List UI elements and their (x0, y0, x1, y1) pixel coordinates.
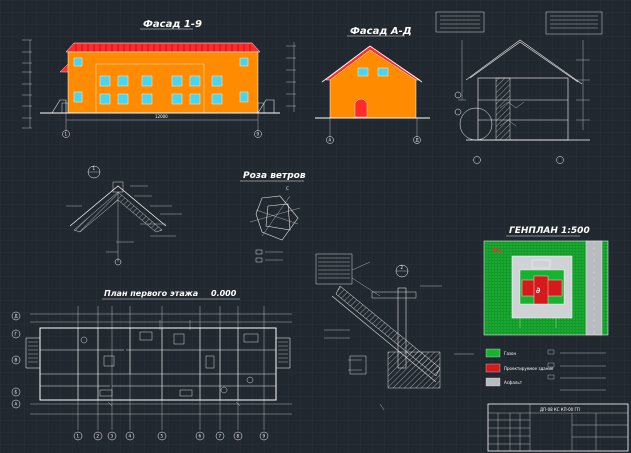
axis-bubble-6 (195, 431, 205, 441)
svg-text:С: С (286, 186, 289, 191)
svg-text:2: 2 (401, 265, 404, 270)
section-1-1[interactable] (435, 11, 603, 164)
legend-item-building: Проектируемое здание (504, 366, 554, 371)
legend-swatch-grass (485, 348, 501, 358)
axis-bubble-В (11, 355, 21, 365)
axis-bubble-Г (11, 329, 21, 339)
floor-plan-level: 0.000 (211, 289, 237, 298)
floor-plan[interactable]: План первого этажа 0.000 Д Г В Б А 1 2 3 4 5 6 7 8 9 (11, 289, 292, 441)
legend[interactable]: Газон Проектируемое здание Асфальт (485, 348, 606, 391)
axis-bubble-2 (93, 431, 103, 441)
axis-bubble-А (11, 399, 21, 409)
axis-bubble-4 (125, 431, 135, 441)
floor-plan-title: План первого этажа (104, 289, 198, 298)
level-marks-left (22, 39, 32, 129)
axis-label-Г: Г (15, 332, 18, 337)
facade-a-d-title: Фасад А-Д (350, 26, 412, 37)
axis-bubble-Д (11, 311, 21, 321)
facade-1-9-title: Фасад 1-9 (143, 19, 202, 30)
axis-label-4: 4 (129, 434, 132, 439)
wind-rose-title: Роза ветров (243, 171, 306, 181)
axis-label-Д: Д (15, 314, 18, 319)
svg-text:9: 9 (257, 132, 260, 137)
title-block-code: ДП-08 КС КП-00 ГП (540, 407, 580, 412)
wind-rose[interactable]: Роза ветров С (240, 171, 306, 263)
axis-bubble-7 (215, 431, 225, 441)
svg-text:12000: 12000 (155, 114, 168, 119)
genplan[interactable]: ГЕНПЛАН 1:500 ∂ (483, 226, 609, 336)
roof-node-detail-1[interactable]: 1 (66, 165, 182, 266)
entrance-door (354, 98, 368, 118)
axis-label-Б: Б (15, 390, 18, 395)
axis-label-2: 2 (97, 434, 100, 439)
axis-label-А: А (15, 402, 18, 407)
roof-node-detail-2[interactable]: 2 (315, 253, 474, 411)
axis-bubble-3 (107, 431, 117, 441)
axis-bubble-1 (62, 130, 70, 138)
plan-furniture (80, 331, 259, 397)
legend-item-grass: Газон (504, 351, 516, 356)
axis-label-В: В (15, 358, 18, 363)
facade-roof (65, 42, 261, 53)
axis-label-1: 1 (77, 434, 80, 439)
axis-bubble-9 (259, 431, 269, 441)
genplan-title: ГЕНПЛАН 1:500 (509, 226, 590, 236)
title-block[interactable]: ДП-08 КС КП-00 ГП (487, 403, 629, 452)
svg-text:1: 1 (65, 132, 68, 137)
axis-bubble-1 (73, 431, 83, 441)
plan-axis-bottom: 1 2 3 4 5 6 7 8 9 (73, 431, 269, 441)
axis-bubble-9 (254, 130, 262, 138)
axis-bubble-8 (233, 431, 243, 441)
axis-label-3: 3 (111, 434, 114, 439)
plan-axis-left: Д Г В Б А (11, 311, 21, 409)
facade-1-9[interactable]: Фасад 1-9 12000 (22, 19, 280, 138)
facade-a-d[interactable]: Фасад А-Д А Д (286, 26, 430, 144)
axis-bubble-Б (11, 387, 21, 397)
svg-text:∂: ∂ (536, 286, 541, 295)
svg-text:А: А (329, 138, 332, 143)
facade-windows (73, 57, 249, 105)
axis-label-8: 8 (237, 434, 240, 439)
axis-label-6: 6 (199, 434, 202, 439)
legend-item-asphalt: Асфальт (504, 380, 523, 385)
svg-text:Д: Д (416, 138, 419, 143)
axis-label-5: 5 (161, 434, 164, 439)
axis-label-7: 7 (219, 434, 222, 439)
axis-bubble-5 (157, 431, 167, 441)
level-marks-middle (286, 42, 296, 112)
axis-label-9: 9 (263, 434, 266, 439)
svg-text:1: 1 (93, 166, 96, 171)
